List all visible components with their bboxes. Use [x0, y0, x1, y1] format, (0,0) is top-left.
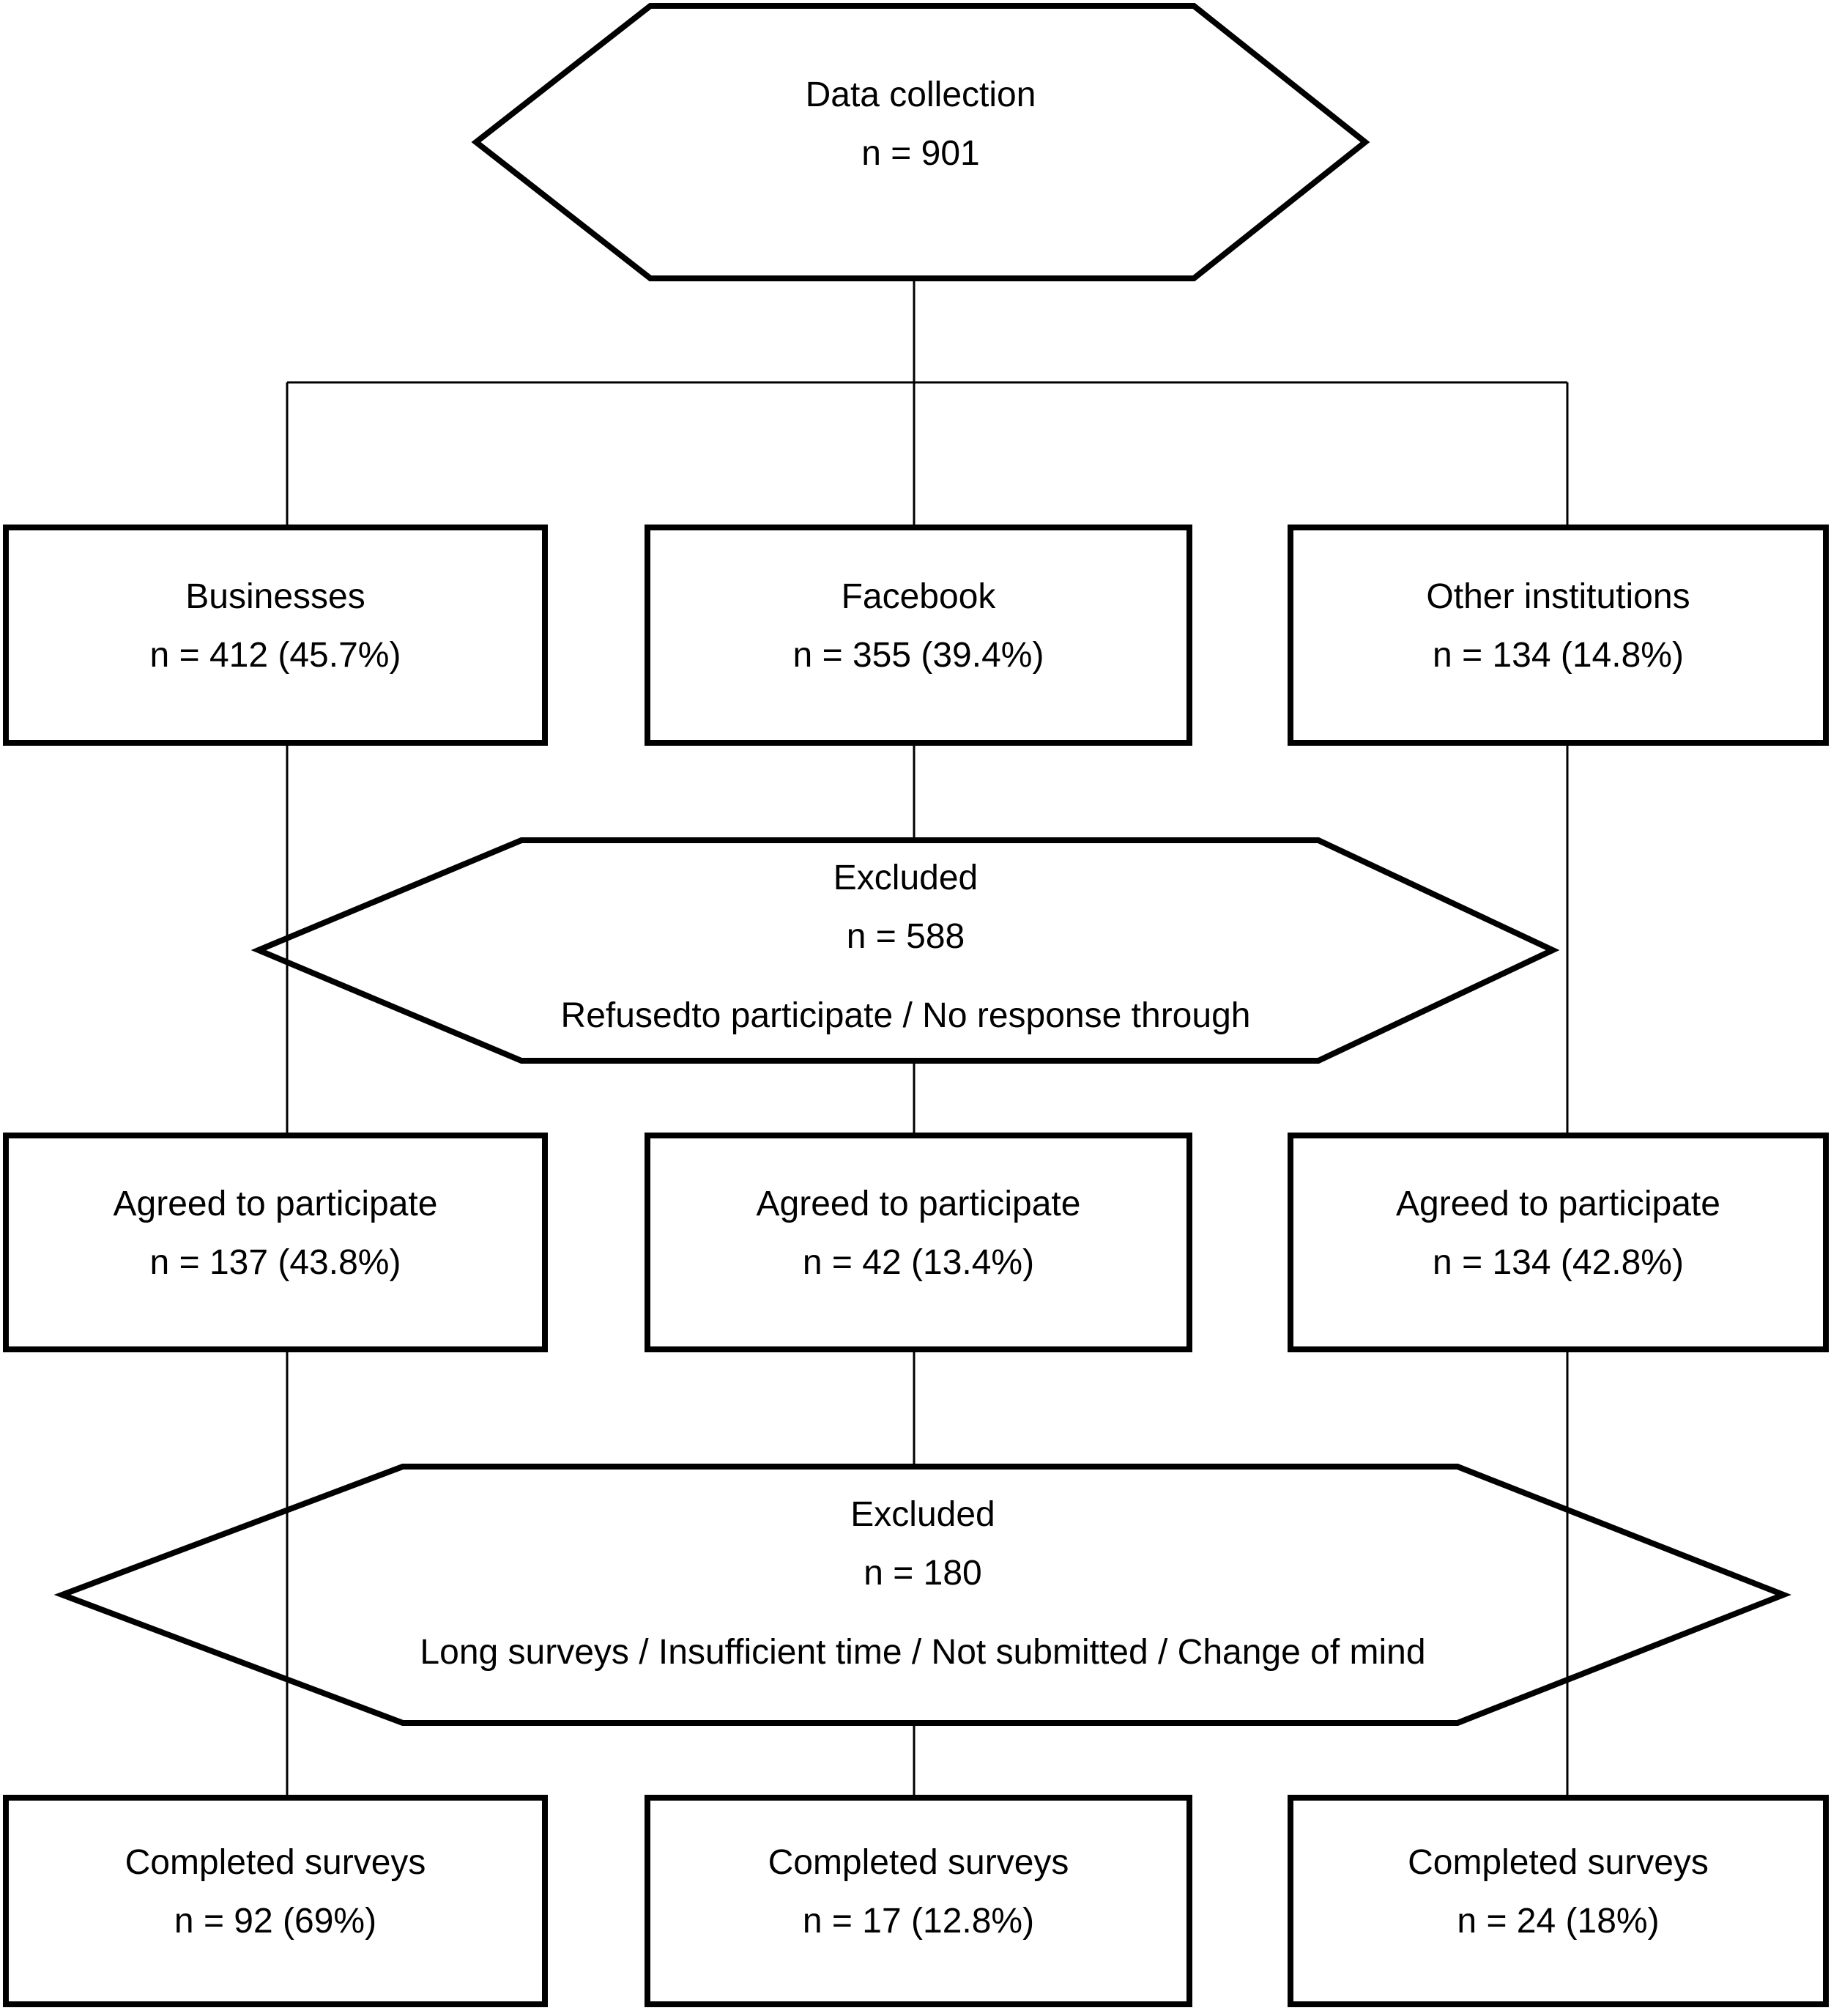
- node-label: Businesses: [185, 577, 365, 616]
- node-count: n = 42 (13.4%): [802, 1243, 1035, 1282]
- excluded-180-hexagon-outline: [53, 1464, 1791, 1726]
- completed-facebook-box: Completed surveys n = 17 (12.8%): [645, 1795, 1192, 2007]
- agreed-facebook-box: Agreed to participate n = 42 (13.4%): [645, 1133, 1192, 1352]
- node-count: n = 901: [861, 134, 980, 173]
- exclusion-reasons: Long surveys / Insufficient time / Not s…: [420, 1633, 1426, 1672]
- node-label: Facebook: [841, 577, 996, 616]
- agreed-other-institutions-box: Agreed to participate n = 134 (42.8%): [1288, 1133, 1829, 1352]
- facebook-box: Facebook n = 355 (39.4%): [645, 525, 1192, 746]
- node-label: Completed surveys: [125, 1843, 426, 1882]
- data-collection-hexagon-outline: [471, 2, 1370, 281]
- excluded-588-hexagon-outline: [250, 837, 1560, 1064]
- node-label: Agreed to participate: [113, 1185, 438, 1223]
- node-label: Agreed to participate: [1396, 1185, 1720, 1223]
- node-count: n = 17 (12.8%): [802, 1902, 1035, 1941]
- node-label: Agreed to participate: [756, 1185, 1081, 1223]
- other-institutions-box: Other institutions n = 134 (14.8%): [1288, 525, 1829, 746]
- node-label: Other institutions: [1426, 577, 1690, 616]
- data-collection-hexagon: Data collection n = 901: [476, 6, 1365, 278]
- node-count: n = 355 (39.4%): [792, 636, 1044, 675]
- node-label: Completed surveys: [768, 1843, 1069, 1882]
- completed-businesses-box: Completed surveys n = 92 (69%): [3, 1795, 548, 2007]
- completed-other-institutions-box: Completed surveys n = 24 (18%): [1288, 1795, 1829, 2007]
- node-count: n = 24 (18%): [1457, 1902, 1660, 1941]
- node-count: n = 137 (43.8%): [149, 1243, 401, 1282]
- node-count: n = 134 (42.8%): [1433, 1243, 1684, 1282]
- exclusion-reasons: Refusedto participate / No response thro…: [560, 996, 1251, 1035]
- node-label: Data collection: [805, 75, 1036, 114]
- node-label: Excluded: [850, 1495, 995, 1534]
- node-label: Excluded: [833, 858, 978, 897]
- excluded-588-hexagon: Excluded n = 588 Refusedto participate /…: [259, 840, 1553, 1061]
- node-count: n = 412 (45.7%): [149, 636, 401, 675]
- node-count: n = 92 (69%): [174, 1902, 377, 1941]
- agreed-businesses-box: Agreed to participate n = 137 (43.8%): [3, 1133, 548, 1352]
- node-count: n = 588: [846, 916, 965, 956]
- node-count: n = 180: [863, 1554, 982, 1593]
- businesses-box: Businesses n = 412 (45.7%): [3, 525, 548, 746]
- excluded-180-hexagon: Excluded n = 180 Long surveys / Insuffic…: [62, 1467, 1783, 1723]
- node-label: Completed surveys: [1408, 1843, 1709, 1882]
- node-count: n = 134 (14.8%): [1433, 636, 1684, 675]
